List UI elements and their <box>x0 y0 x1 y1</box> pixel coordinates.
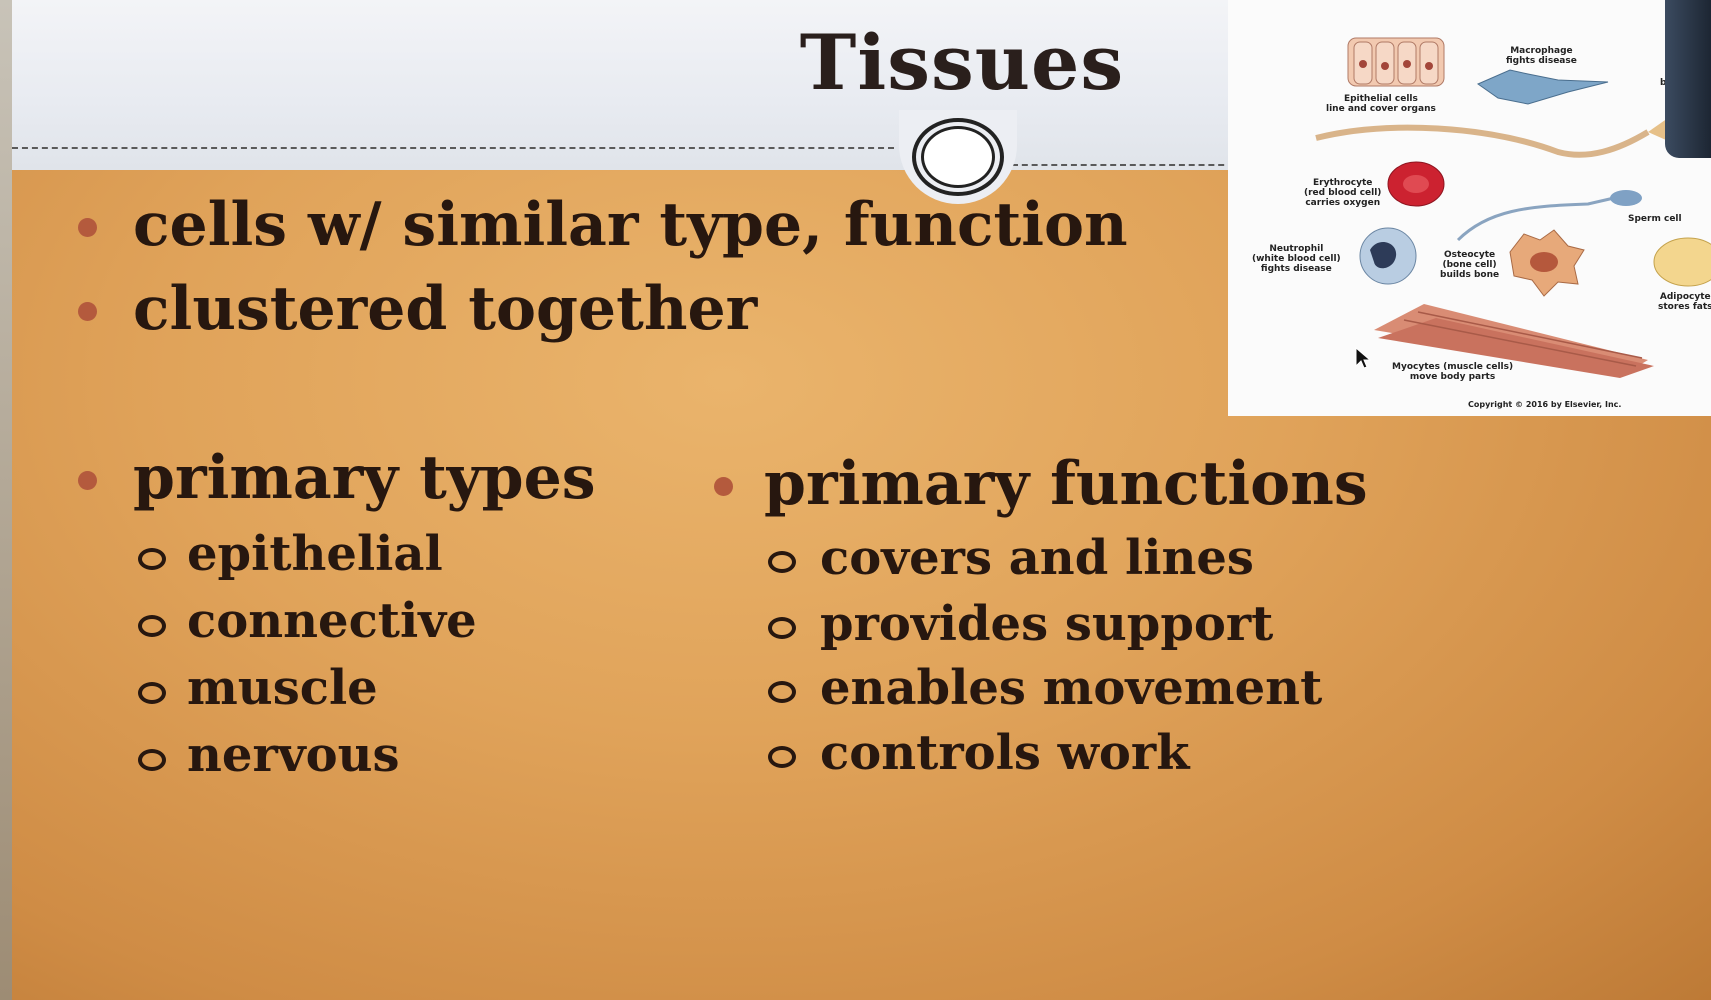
sub-bullet-circle-icon <box>768 551 796 573</box>
figure-label: Osteocyte(bone cell)builds bone <box>1440 250 1500 280</box>
title-divider-left <box>12 147 894 149</box>
bullet-dot-icon <box>78 471 97 490</box>
figure-copyright: Copyright © 2016 by Elsevier, Inc. <box>1468 400 1622 409</box>
divider-ring-inner-icon <box>921 126 995 188</box>
type-item: epithelial <box>187 526 443 582</box>
bullet-dot-icon <box>714 477 733 496</box>
bullet-dot-icon <box>78 302 97 321</box>
neuron-fiber-icon <box>1315 124 1650 158</box>
sperm-cell-icon <box>1456 196 1615 242</box>
figure-label: Erythrocyte(red blood cell)carries oxyge… <box>1304 178 1382 208</box>
divider-ring-icon <box>912 118 1004 196</box>
figure-label: Sperm cell <box>1628 214 1682 224</box>
sub-bullet-circle-icon <box>768 617 796 639</box>
bullet-clustered: clustered together <box>133 274 758 344</box>
types-heading: primary types <box>133 443 596 513</box>
title-divider-right <box>1012 164 1234 166</box>
osteocyte-icon <box>1509 229 1585 297</box>
type-item: muscle <box>187 660 378 716</box>
bullet-dot-icon <box>78 218 97 237</box>
cell-illustrations <box>1315 37 1711 378</box>
type-item: connective <box>187 593 477 649</box>
myocytes-icon <box>1374 304 1654 378</box>
presentation-slide: Tissues cells w/ similar type, function … <box>12 0 1711 1000</box>
function-item: controls work <box>820 725 1190 781</box>
sub-bullet-circle-icon <box>138 682 166 704</box>
sub-bullet-circle-icon <box>138 548 166 570</box>
sub-bullet-circle-icon <box>768 746 796 768</box>
sub-bullet-circle-icon <box>768 681 796 703</box>
figure-label: Myocytes (muscle cells)move body parts <box>1392 362 1514 382</box>
mouse-cursor-icon <box>1355 346 1372 369</box>
figure-label: Neutrophil(white blood cell)fights disea… <box>1252 244 1341 274</box>
macrophage-icon <box>1476 69 1609 105</box>
functions-heading: primary functions <box>764 449 1368 519</box>
function-item: enables movement <box>820 660 1323 716</box>
type-item: nervous <box>187 727 400 783</box>
sub-bullet-circle-icon <box>138 615 166 637</box>
bullet-definition: cells w/ similar type, function <box>133 190 1128 260</box>
sub-bullet-circle-icon <box>138 749 166 771</box>
epithelial-cells-icon <box>1347 37 1445 87</box>
device-edge <box>1665 0 1711 158</box>
function-item: provides support <box>820 596 1274 652</box>
slide-title: Tissues <box>799 18 1125 107</box>
adipocyte-icon <box>1653 237 1711 287</box>
function-item: covers and lines <box>820 530 1254 586</box>
